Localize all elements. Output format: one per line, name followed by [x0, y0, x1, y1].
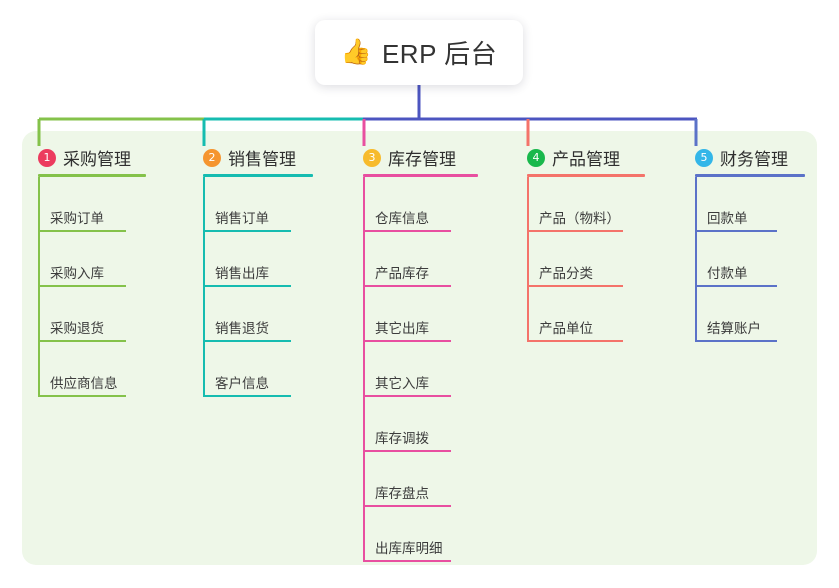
branch-item-label: 产品单位 — [539, 321, 593, 336]
branch-title: 销售管理 — [228, 150, 296, 169]
branch-item-label: 采购入库 — [50, 266, 104, 281]
branch-number-badge: 1 — [38, 148, 56, 167]
branch-header-5[interactable]: 5 财务管理 — [695, 145, 788, 170]
branch-item-label: 产品（物料） — [539, 211, 620, 226]
branch-header-1[interactable]: 1 采购管理 — [38, 145, 131, 170]
branch-item-label: 仓库信息 — [375, 211, 429, 226]
branch-item-label: 其它入库 — [375, 376, 429, 391]
branch-underline — [695, 174, 805, 177]
branch-title: 产品管理 — [552, 150, 620, 169]
branch-item-underline — [38, 340, 126, 342]
branch-number-badge: 4 — [527, 148, 545, 167]
branch-item-label: 销售退货 — [215, 321, 269, 336]
branch-item-label: 结算账户 — [707, 321, 761, 336]
branch-item-label: 库存盘点 — [375, 486, 429, 501]
branch-header-4[interactable]: 4 产品管理 — [527, 145, 620, 170]
branch-spine — [203, 177, 205, 397]
branch-item-underline — [695, 285, 777, 287]
branch-header-2[interactable]: 2 销售管理 — [203, 145, 296, 170]
branch-item-label: 客户信息 — [215, 376, 269, 391]
branch-item-label: 采购退货 — [50, 321, 104, 336]
branch-header-3[interactable]: 3 库存管理 — [363, 145, 456, 170]
thumbs-up-icon: 👍 — [340, 38, 372, 66]
branch-number-badge: 3 — [363, 148, 381, 167]
branch-underline — [203, 174, 313, 177]
branch-spine — [695, 177, 697, 342]
branch-spine — [527, 177, 529, 342]
branch-item-underline — [363, 560, 451, 562]
branch-item-underline — [38, 395, 126, 397]
branch-title: 库存管理 — [388, 150, 456, 169]
branch-item-label: 其它出库 — [375, 321, 429, 336]
branch-item-underline — [527, 285, 623, 287]
branch-title: 采购管理 — [63, 150, 131, 169]
branch-item-underline — [363, 395, 451, 397]
branch-item-underline — [363, 505, 451, 507]
branch-item-label: 产品库存 — [375, 266, 429, 281]
branch-item-underline — [695, 230, 777, 232]
branch-item-label: 库存调拨 — [375, 431, 429, 446]
branch-item-underline — [203, 230, 291, 232]
root-node[interactable]: 👍 ERP 后台 — [315, 20, 523, 85]
root-title: ERP 后台 — [381, 39, 498, 69]
branch-item-underline — [38, 230, 126, 232]
branches-panel — [22, 131, 817, 565]
branch-item-underline — [363, 340, 451, 342]
branch-underline — [38, 174, 146, 177]
branch-item-label: 采购订单 — [50, 211, 104, 226]
branch-item-label: 产品分类 — [539, 266, 593, 281]
branch-item-underline — [38, 285, 126, 287]
branch-item-underline — [363, 230, 451, 232]
branch-underline — [527, 174, 645, 177]
branch-spine — [363, 177, 365, 562]
branch-spine — [38, 177, 40, 397]
branch-item-underline — [203, 340, 291, 342]
branch-item-label: 回款单 — [707, 211, 748, 226]
branch-item-underline — [203, 285, 291, 287]
branch-number-badge: 5 — [695, 148, 713, 167]
branch-underline — [363, 174, 478, 177]
branch-item-underline — [527, 230, 623, 232]
branch-item-underline — [695, 340, 777, 342]
branch-item-label: 供应商信息 — [50, 376, 118, 391]
branch-number-badge: 2 — [203, 148, 221, 167]
branch-item-label: 销售出库 — [215, 266, 269, 281]
branch-item-label: 销售订单 — [215, 211, 269, 226]
branch-item-underline — [527, 340, 623, 342]
branch-item-label: 出库库明细 — [375, 541, 443, 556]
branch-item-underline — [363, 285, 451, 287]
branch-item-underline — [203, 395, 291, 397]
branch-item-label: 付款单 — [707, 266, 748, 281]
branch-item-underline — [363, 450, 451, 452]
branch-title: 财务管理 — [720, 150, 788, 169]
